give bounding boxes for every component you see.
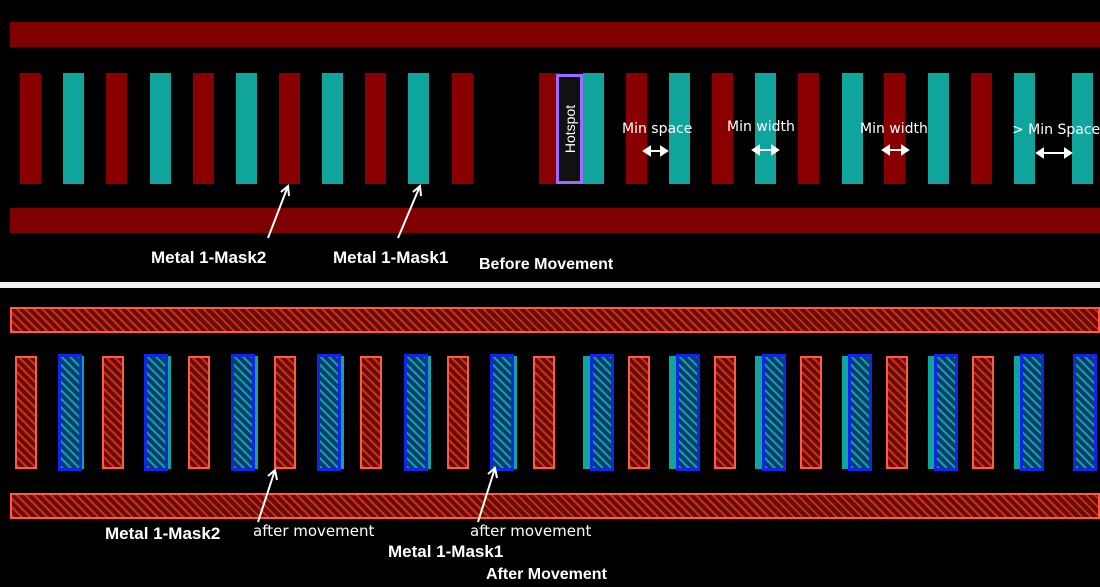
pointer-arrowhead-icon — [267, 468, 278, 481]
metal1-mask1-bar-after — [590, 354, 614, 471]
metal1-mask1-bar — [1014, 73, 1035, 184]
metal1-mask1-bar-after — [1073, 354, 1097, 471]
metal1-mask1-bar — [1072, 73, 1093, 184]
mask1-after-movement-note: after movement — [470, 522, 592, 540]
metal1-mask1-bar-after — [934, 354, 958, 471]
metal1-mask1-bar-after — [231, 354, 255, 471]
metal1-mask2-bar — [452, 73, 473, 184]
annotation-min-space: Min space — [622, 121, 693, 137]
annotation-min-width-2: Min width — [860, 121, 928, 137]
metal1-mask1-bar-after — [1020, 354, 1044, 471]
mask2-label-before: Metal 1-Mask2 — [151, 248, 267, 267]
metal1-mask2-bar-after — [447, 356, 469, 469]
metal1-mask2-bar — [365, 73, 386, 184]
metal1-mask1-bar — [322, 73, 343, 184]
metal1-mask2-bar — [20, 73, 41, 184]
top-rail-before — [10, 22, 1100, 47]
hotspot-marker: Hotspot — [556, 74, 583, 184]
metal1-mask1-bar-after — [404, 354, 428, 471]
metal1-mask2-bar — [798, 73, 819, 184]
metal1-mask2-bar-after — [15, 356, 37, 469]
metal1-mask1-bar — [669, 73, 690, 184]
metal1-mask1-bar-after — [762, 354, 786, 471]
metal1-mask1-bar — [236, 73, 257, 184]
before-movement-title: Before Movement — [479, 256, 614, 273]
metal1-mask1-bar-after — [490, 354, 514, 471]
metal1-mask2-bar — [971, 73, 992, 184]
metal1-mask1-bar — [150, 73, 171, 184]
metal1-mask2-bar-after — [714, 356, 736, 469]
pointer-arrowhead-icon — [412, 183, 422, 197]
metal1-mask1-bar — [63, 73, 84, 184]
mask2-label-after: Metal 1-Mask2 — [105, 524, 221, 543]
metal1-mask2-bar — [539, 73, 560, 184]
metal1-mask2-bar-after — [972, 356, 994, 469]
metal1-mask1-bar-after — [676, 354, 700, 471]
metal1-mask1-bar-after — [848, 354, 872, 471]
pointer-arrowhead-icon — [280, 183, 290, 197]
panel-divider — [0, 282, 1100, 288]
metal1-mask2-bar-after — [886, 356, 908, 469]
metal1-mask1-bar — [755, 73, 776, 184]
after-movement-title: After Movement — [486, 566, 607, 583]
annotation-min-width-1: Min width — [727, 119, 795, 135]
metal1-mask2-bar — [626, 73, 647, 184]
metal1-mask2-bar-after — [360, 356, 382, 469]
metal1-mask1-bar-after — [144, 354, 168, 471]
metal1-mask2-bar-after — [533, 356, 555, 469]
metal1-mask2-bar-after — [102, 356, 124, 469]
metal1-mask1-bar-after — [58, 354, 82, 471]
metal1-mask2-bar-after — [274, 356, 296, 469]
metal1-mask1-bar — [928, 73, 949, 184]
metal1-mask2-bar — [279, 73, 300, 184]
hotspot-label: Hotspot — [561, 104, 578, 154]
annotation-greater-min-space: > Min Space — [1012, 122, 1100, 138]
metal1-mask2-bar — [193, 73, 214, 184]
bottom-rail-after — [10, 493, 1100, 519]
metal1-mask1-bar — [842, 73, 863, 184]
metal1-mask2-bar — [884, 73, 905, 184]
top-rail-after — [10, 307, 1100, 333]
metal1-mask2-bar-after — [188, 356, 210, 469]
metal1-mask1-bar-after — [317, 354, 341, 471]
mask2-after-movement-note: after movement — [253, 522, 375, 540]
metal1-mask1-bar — [408, 73, 429, 184]
mask1-label-after: Metal 1-Mask1 — [388, 542, 504, 561]
metal1-mask2-bar-after — [628, 356, 650, 469]
mask1-label-before: Metal 1-Mask1 — [333, 248, 449, 267]
metal1-mask2-bar-after — [800, 356, 822, 469]
bottom-rail-before — [10, 208, 1100, 233]
metal1-mask2-bar — [712, 73, 733, 184]
metal1-mask1-bar — [583, 73, 604, 184]
metal1-mask2-bar — [106, 73, 127, 184]
